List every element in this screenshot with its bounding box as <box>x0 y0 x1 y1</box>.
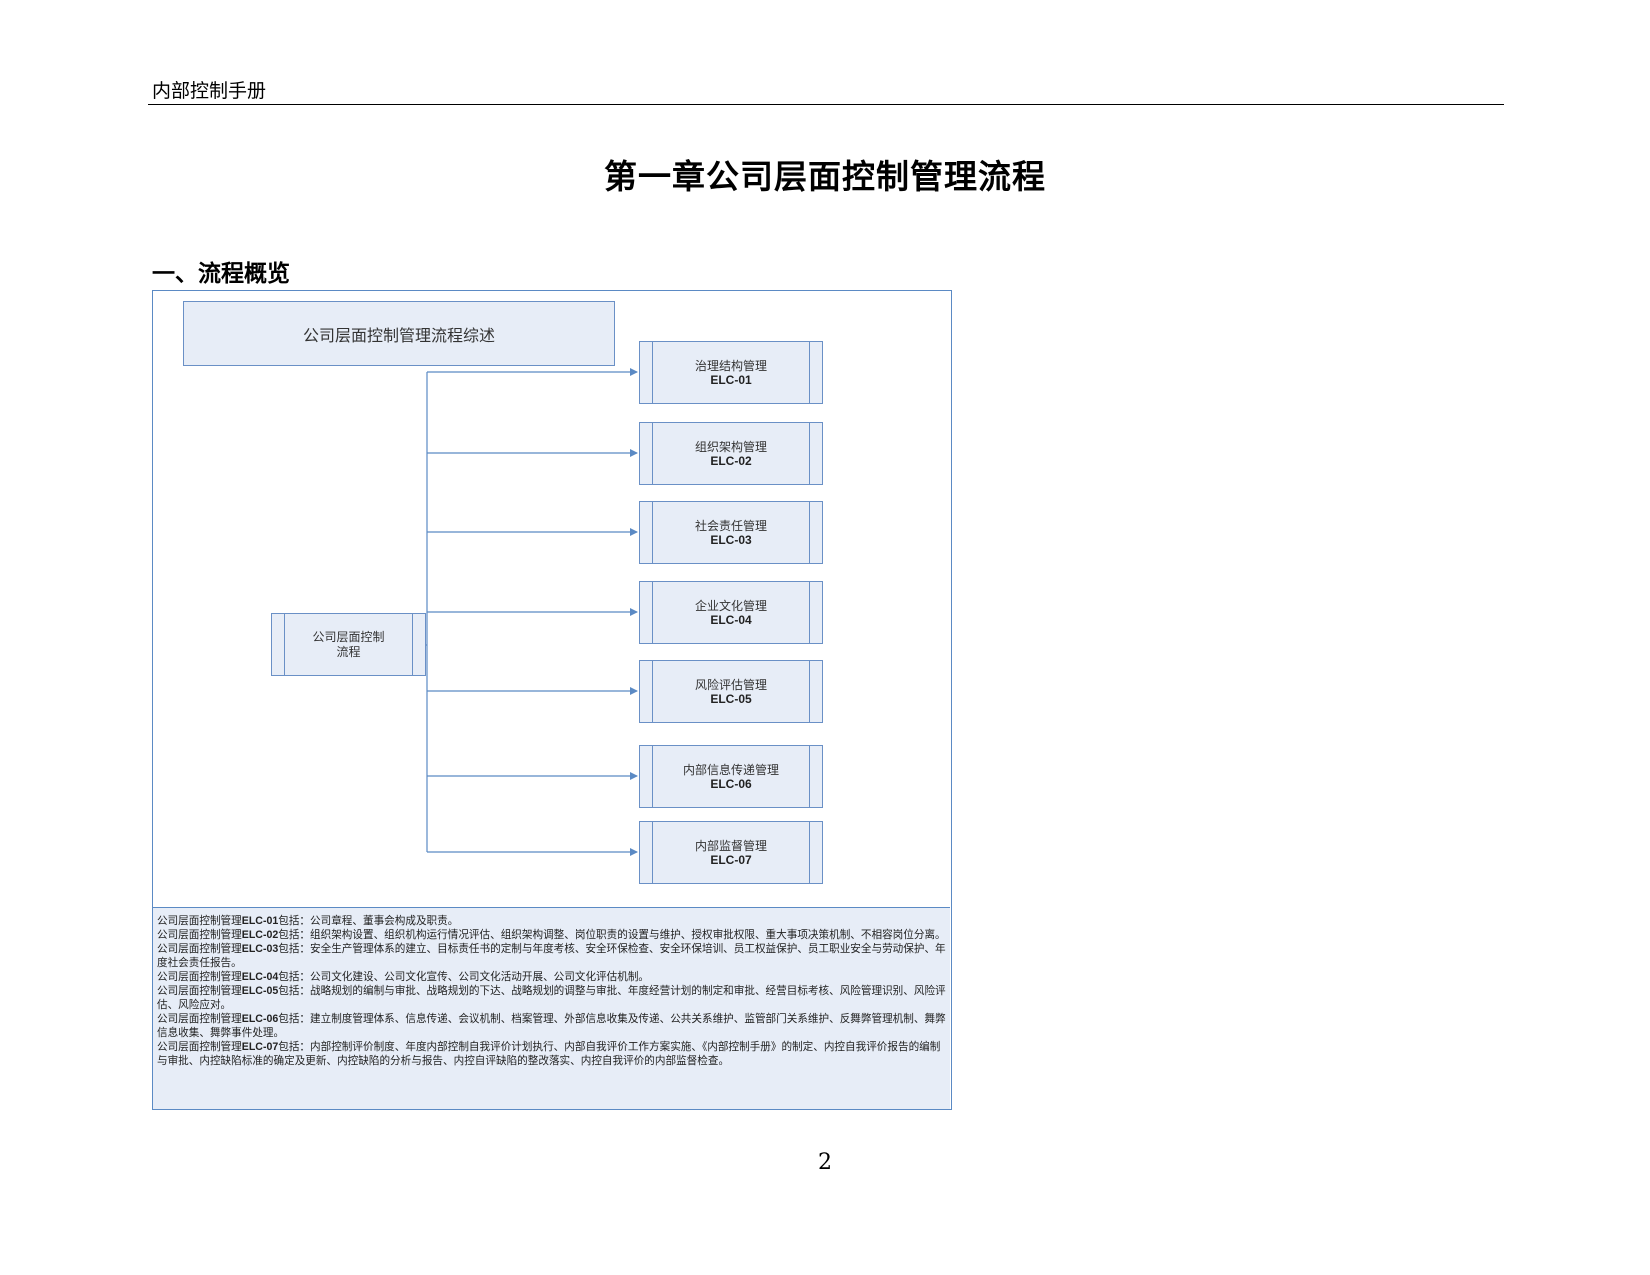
description-code: ELC-04 <box>241 971 279 983</box>
description-text: 包括：公司文化建设、公司文化宣传、公司文化活动开展、公司文化评估机制。 <box>278 971 650 983</box>
sub-process-name: 风险评估管理 <box>694 677 767 692</box>
main-process-label-line1: 公司层面控制 <box>312 629 385 644</box>
description-item: 公司层面控制管理ELC-03包括：安全生产管理体系的建立、目标责任书的定制与年度… <box>157 942 946 970</box>
description-text: 包括：公司章程、董事会构成及职责。 <box>278 915 459 927</box>
sub-process-code: ELC-03 <box>710 532 752 547</box>
sub-process-name: 组织架构管理 <box>694 439 767 454</box>
description-prefix: 公司层面控制管理 <box>157 929 242 941</box>
header-rule <box>148 104 1504 105</box>
description-code: ELC-01 <box>241 915 279 927</box>
description-prefix: 公司层面控制管理 <box>157 1041 242 1053</box>
flowchart-frame: 公司层面控制管理流程综述 公司层面控制 流程 治理结构管理 ELC-01 组织架… <box>152 290 952 1110</box>
sub-process-box[interactable]: 组织架构管理 ELC-02 <box>639 422 823 485</box>
sub-process-box[interactable]: 社会责任管理 ELC-03 <box>639 501 823 564</box>
description-prefix: 公司层面控制管理 <box>157 943 242 955</box>
sub-process-box[interactable]: 内部监督管理 ELC-07 <box>639 821 823 884</box>
description-code: ELC-02 <box>241 929 279 941</box>
sub-process-name: 社会责任管理 <box>694 518 767 533</box>
sub-process-code: ELC-01 <box>710 372 752 387</box>
sub-process-box[interactable]: 企业文化管理 ELC-04 <box>639 581 823 644</box>
sub-process-code: ELC-07 <box>710 852 752 867</box>
main-process-box[interactable]: 公司层面控制 流程 <box>271 613 426 676</box>
description-prefix: 公司层面控制管理 <box>157 1013 242 1025</box>
description-code: ELC-03 <box>241 943 279 955</box>
description-text: 包括：安全生产管理体系的建立、目标责任书的定制与年度考核、安全环保检查、安全环保… <box>157 943 946 969</box>
flowchart-connectors <box>426 368 638 856</box>
description-item: 公司层面控制管理ELC-01包括：公司章程、董事会构成及职责。 <box>157 914 946 928</box>
sub-process-box[interactable]: 风险评估管理 ELC-05 <box>639 660 823 723</box>
sub-process-name: 治理结构管理 <box>694 358 767 373</box>
sub-process-name: 内部信息传递管理 <box>682 762 779 777</box>
description-item: 公司层面控制管理ELC-04包括：公司文化建设、公司文化宣传、公司文化活动开展、… <box>157 970 946 984</box>
sub-process-code: ELC-06 <box>710 776 752 791</box>
description-code: ELC-07 <box>241 1041 279 1053</box>
description-code: ELC-05 <box>241 985 279 997</box>
description-item: 公司层面控制管理ELC-05包括：战略规划的编制与审批、战略规划的下达、战略规划… <box>157 984 946 1012</box>
sub-process-code: ELC-04 <box>710 612 752 627</box>
sub-process-name: 内部监督管理 <box>694 838 767 853</box>
description-code: ELC-06 <box>241 1013 279 1025</box>
running-header: 内部控制手册 <box>152 80 267 102</box>
description-item: 公司层面控制管理ELC-07包括：内部控制评价制度、年度内部控制自我评价计划执行… <box>157 1040 946 1068</box>
sub-process-box[interactable]: 治理结构管理 ELC-01 <box>639 341 823 404</box>
description-item: 公司层面控制管理ELC-06包括：建立制度管理体系、信息传递、会议机制、档案管理… <box>157 1012 946 1040</box>
description-text: 包括：战略规划的编制与审批、战略规划的下达、战略规划的调整与审批、年度经营计划的… <box>157 985 946 1011</box>
description-prefix: 公司层面控制管理 <box>157 915 242 927</box>
description-panel: 公司层面控制管理ELC-01包括：公司章程、董事会构成及职责。 公司层面控制管理… <box>153 907 950 1109</box>
description-prefix: 公司层面控制管理 <box>157 971 242 983</box>
chapter-title: 第一章公司层面控制管理流程 <box>604 157 1046 196</box>
sub-process-box[interactable]: 内部信息传递管理 ELC-06 <box>639 745 823 808</box>
description-text: 包括：建立制度管理体系、信息传递、会议机制、档案管理、外部信息收集及传递、公共关… <box>157 1013 946 1039</box>
description-prefix: 公司层面控制管理 <box>157 985 242 997</box>
sub-process-code: ELC-02 <box>710 453 752 468</box>
description-item: 公司层面控制管理ELC-02包括：组织架构设置、组织机构运行情况评估、组织架构调… <box>157 928 946 942</box>
main-process-label-line2: 流程 <box>336 644 361 659</box>
page-number: 2 <box>818 1150 832 1175</box>
description-text: 包括：内部控制评价制度、年度内部控制自我评价计划执行、内部自我评价工作方案实施、… <box>157 1041 941 1067</box>
description-text: 包括：组织架构设置、组织机构运行情况评估、组织架构调整、岗位职责的设置与维护、授… <box>278 929 946 941</box>
flowchart-overview-box: 公司层面控制管理流程综述 <box>183 301 615 366</box>
sub-process-code: ELC-05 <box>710 691 752 706</box>
section-heading: 一、流程概览 <box>152 260 290 287</box>
sub-process-name: 企业文化管理 <box>694 598 767 613</box>
